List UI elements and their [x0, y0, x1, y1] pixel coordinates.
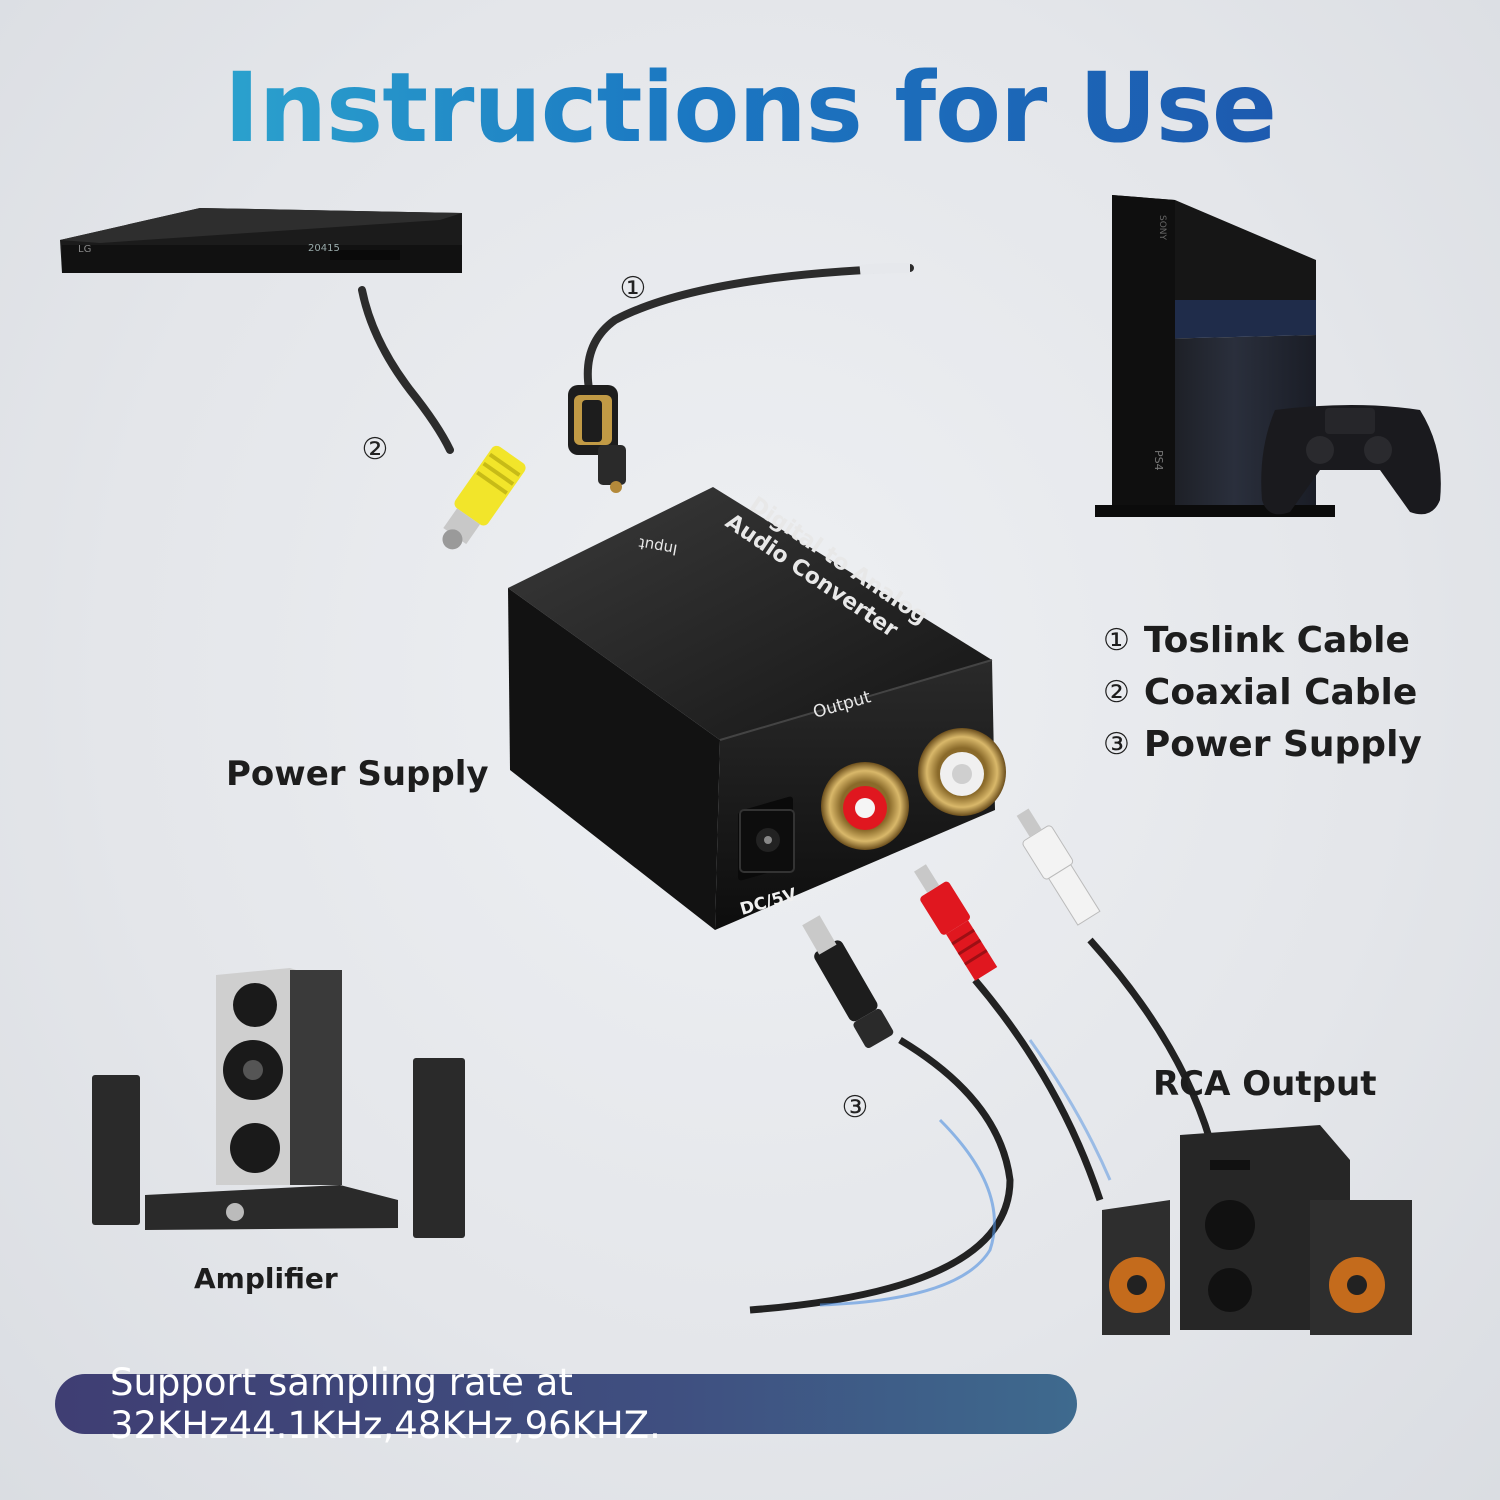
coaxial-plug: [442, 445, 526, 550]
toslink-cable: [583, 264, 914, 399]
legend-number: ③: [1103, 726, 1130, 762]
legend-number: ②: [1103, 674, 1130, 710]
legend-label: Toslink Cable: [1143, 619, 1410, 661]
page-title: Instructions for Use: [0, 52, 1500, 164]
blu-ray-player-image: LG 20415: [60, 208, 462, 273]
legend-item: ① Toslink Cable: [1103, 614, 1422, 666]
coaxial-cable: [358, 286, 454, 454]
toslink-plug: [568, 385, 626, 493]
rca-output-label: RCA Output: [1153, 1064, 1377, 1104]
legend-number: ①: [1103, 622, 1130, 658]
legend-label: Power Supply: [1143, 723, 1422, 765]
power-supply-label: Power Supply: [226, 754, 489, 794]
svg-text:LG: LG: [78, 244, 91, 255]
rca-white-cable: [1087, 937, 1214, 1142]
legend-item: ③ Power Supply: [1103, 718, 1422, 770]
marker-coaxial: ②: [362, 432, 389, 467]
rca-red-plug: [914, 864, 998, 981]
rca-white-plug: [1016, 808, 1101, 926]
marker-toslink: ①: [620, 271, 647, 306]
cable-legend: ① Toslink Cable ② Coaxial Cable ③ Power …: [1103, 614, 1422, 770]
console-brand-text: SONY: [1157, 215, 1167, 241]
console-model-text: PS4: [1152, 450, 1165, 471]
ps4-console-image: SONY PS4: [1095, 195, 1335, 517]
ps4-controller-image: [1261, 405, 1441, 515]
power-cable: [749, 1036, 1014, 1314]
amplifier-speaker-set-image: [92, 968, 465, 1238]
legend-item: ② Coaxial Cable: [1103, 666, 1422, 718]
sampling-rate-banner: Support sampling rate at 32KHz44.1KHz,48…: [55, 1361, 1077, 1447]
sampling-rate-text: Support sampling rate at 32KHz44.1KHz,48…: [110, 1361, 661, 1447]
legend-label: Coaxial Cable: [1143, 671, 1418, 713]
home-theater-speakers-image: [1102, 1125, 1412, 1335]
marker-power: ③: [842, 1090, 869, 1125]
rca-red-cable: [972, 977, 1104, 1202]
power-plug: [802, 915, 894, 1048]
amplifier-label: Amplifier: [194, 1262, 338, 1295]
dvd-display-text: 20415: [308, 243, 340, 254]
